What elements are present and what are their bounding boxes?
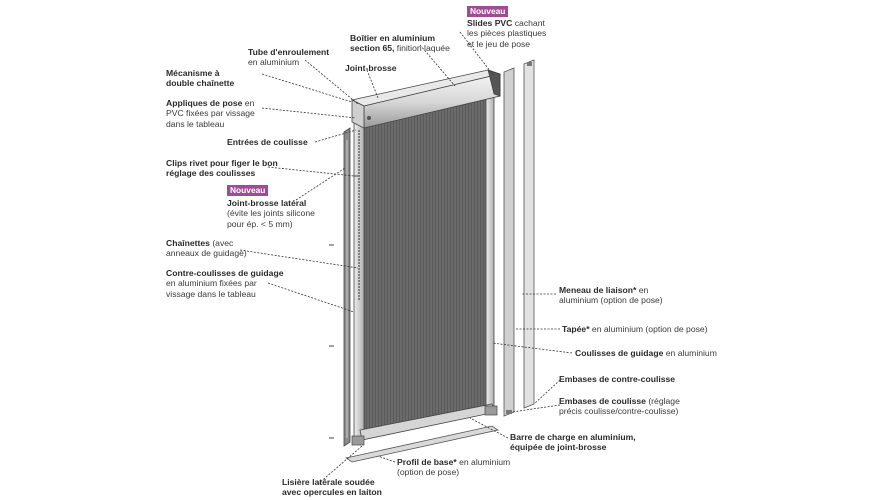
slides-bold: Slides PVC <box>467 18 513 28</box>
joint-brosse-bold: Joint-brosse <box>345 63 397 73</box>
lisiere-bold-1: Lisière latérale soudée <box>282 477 375 487</box>
emb-coul-note-1: (réglage <box>645 396 680 406</box>
coul-bold: Coulisses de guidage <box>575 348 664 358</box>
boitier-bold-1: Boîtier en aluminium <box>350 33 435 43</box>
chain-note-2: anneaux de guidage) <box>166 248 247 259</box>
profil-bold: Profil de base* <box>397 457 457 467</box>
label-barre: Barre de charge en aluminium, équipée de… <box>510 432 636 453</box>
label-meneau: Meneau de liaison* en aluminium (option … <box>559 285 663 306</box>
label-contre-coulisses: Contre-coulisses de guidage en aluminium… <box>166 268 283 299</box>
coulisse-right <box>485 87 495 415</box>
chain-bold: Chaînettes <box>166 238 210 248</box>
appl-note-3: dans le tableau <box>166 118 225 129</box>
label-appliques: Appliques de pose en PVC fixées par viss… <box>166 98 255 129</box>
label-embases-coulisse: Embases de coulisse (réglage précis coul… <box>559 396 680 417</box>
tapee <box>523 59 535 409</box>
fixing-screws <box>329 175 358 439</box>
emb-left <box>351 435 365 446</box>
jbl-note-1: (évite les joints silicone <box>227 208 315 219</box>
appl-note-1: en <box>242 98 255 108</box>
coul-note: en aluminium <box>663 348 717 358</box>
slides-note-3: et le jeu de pose <box>467 38 531 49</box>
tapee-bold: Tapée* <box>562 324 590 334</box>
jbl-bold: Joint-brosse latéral <box>227 198 307 208</box>
label-coulisses: Coulisses de guidage en aluminium <box>575 348 717 358</box>
contre-coulisse-left <box>343 127 351 447</box>
contre-note-1: en aluminium fixées par <box>166 278 257 289</box>
label-boitier: Boîtier en aluminium section 65, finitio… <box>350 33 450 54</box>
barre-bold-2: équipée de joint-brosse <box>510 442 607 453</box>
badge-nouveau-2: Nouveau <box>227 185 269 196</box>
clips-bold-2: réglage des coulisses <box>166 168 256 179</box>
label-tube: Tube d'enroulement en aluminium <box>248 47 329 68</box>
label-lisiere: Lisière latérale soudée avec opercules e… <box>282 477 382 498</box>
label-tapee: Tapée* en aluminium (option de pose) <box>562 324 708 334</box>
label-embases-contre: Embases de contre-coulisse <box>559 374 675 384</box>
profil-base <box>344 425 500 463</box>
meneau <box>503 67 515 417</box>
badge-nouveau-1: Nouveau <box>467 6 509 17</box>
label-slides: Slides PVC cachant les pièces plastiques… <box>467 18 546 49</box>
clips-bold-1: Clips rivet pour figer le bon <box>166 158 278 168</box>
barre-bold-1: Barre de charge en aluminium, <box>510 432 636 442</box>
meneau-note-1: en <box>636 285 649 295</box>
lisiere-bold-2: avec opercules en laiton <box>282 487 382 498</box>
label-mecanisme: Mécanisme à double chaînette <box>166 68 234 89</box>
tube-note: en aluminium <box>248 57 300 68</box>
boitier-bold-2: section 65, <box>350 43 395 54</box>
label-profil: Profil de base* en aluminium (option de … <box>397 457 510 478</box>
emb-right <box>484 405 498 416</box>
appl-bold: Appliques de pose <box>166 98 243 108</box>
screen-mesh <box>363 92 489 433</box>
label-entrees: Entrées de coulisse <box>227 137 308 147</box>
entrees-bold: Entrées de coulisse <box>227 137 308 147</box>
emb-coul-note-2: précis coulisse/contre-coulisse) <box>559 406 679 417</box>
meca-bold-1: Mécanisme à <box>166 68 220 78</box>
label-clips: Clips rivet pour figer le bon réglage de… <box>166 158 278 179</box>
boitier-note: finition laquée <box>394 43 450 54</box>
emb-contre-bold: Embases de contre-coulisse <box>559 374 676 384</box>
appl-note-2: PVC fixées par vissage <box>166 108 255 119</box>
contre-bold: Contre-coulisses de guidage <box>166 268 284 278</box>
meneau-note-2: aluminium (option de pose) <box>559 295 663 306</box>
slides-note-2: les pièces plastiques <box>467 28 547 39</box>
meca-bold-2: double chaînette <box>166 78 235 89</box>
profil-note-1: en aluminium <box>456 457 511 467</box>
meneau-bold: Meneau de liaison* <box>559 285 637 295</box>
tube-bold: Tube d'enroulement <box>248 47 330 57</box>
slides-note-1: cachant <box>512 18 545 28</box>
profil-note-2: (option de pose) <box>397 467 460 478</box>
chain-note-1: (avec <box>209 238 234 248</box>
tapee-note: en aluminium (option de pose) <box>589 324 708 334</box>
emb-coul-bold: Embases de coulisse <box>559 396 646 406</box>
label-joint-brosse: Joint-brosse <box>345 63 397 73</box>
contre-note-2: vissage dans le tableau <box>166 288 256 299</box>
label-chainettes: Chaînettes (avec anneaux de guidage) <box>166 238 247 259</box>
cassette-box <box>350 69 502 129</box>
label-joint-brosse-lateral: Joint-brosse latéral (évite les joints s… <box>227 198 315 229</box>
jbl-note-2: pour ép. < 5 mm) <box>227 218 293 229</box>
leader-lines <box>239 31 573 485</box>
